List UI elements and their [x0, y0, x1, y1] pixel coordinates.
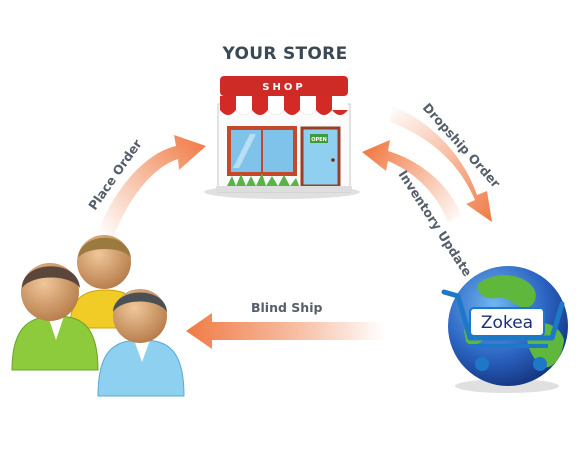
inventory-update-arrow	[362, 140, 462, 222]
edge-blind-ship: Blind Ship	[186, 300, 385, 349]
shop-sign: SHOP	[262, 82, 305, 93]
place-order-arrow	[96, 135, 206, 241]
store-title: YOUR STORE	[222, 44, 348, 64]
customers-icon	[11, 235, 185, 397]
blind-ship-label: Blind Ship	[251, 300, 322, 315]
dropship-order-arrow	[390, 106, 492, 222]
edge-place-order: Place Order	[85, 135, 206, 241]
storefront-icon: SHOP OPEN	[204, 76, 360, 199]
brand-name: Zokea	[481, 313, 533, 333]
globe-cart-icon: Zokea	[441, 266, 568, 393]
blind-ship-arrow	[186, 313, 385, 349]
open-sign: OPEN	[311, 137, 327, 143]
awning-stripes	[220, 96, 348, 115]
